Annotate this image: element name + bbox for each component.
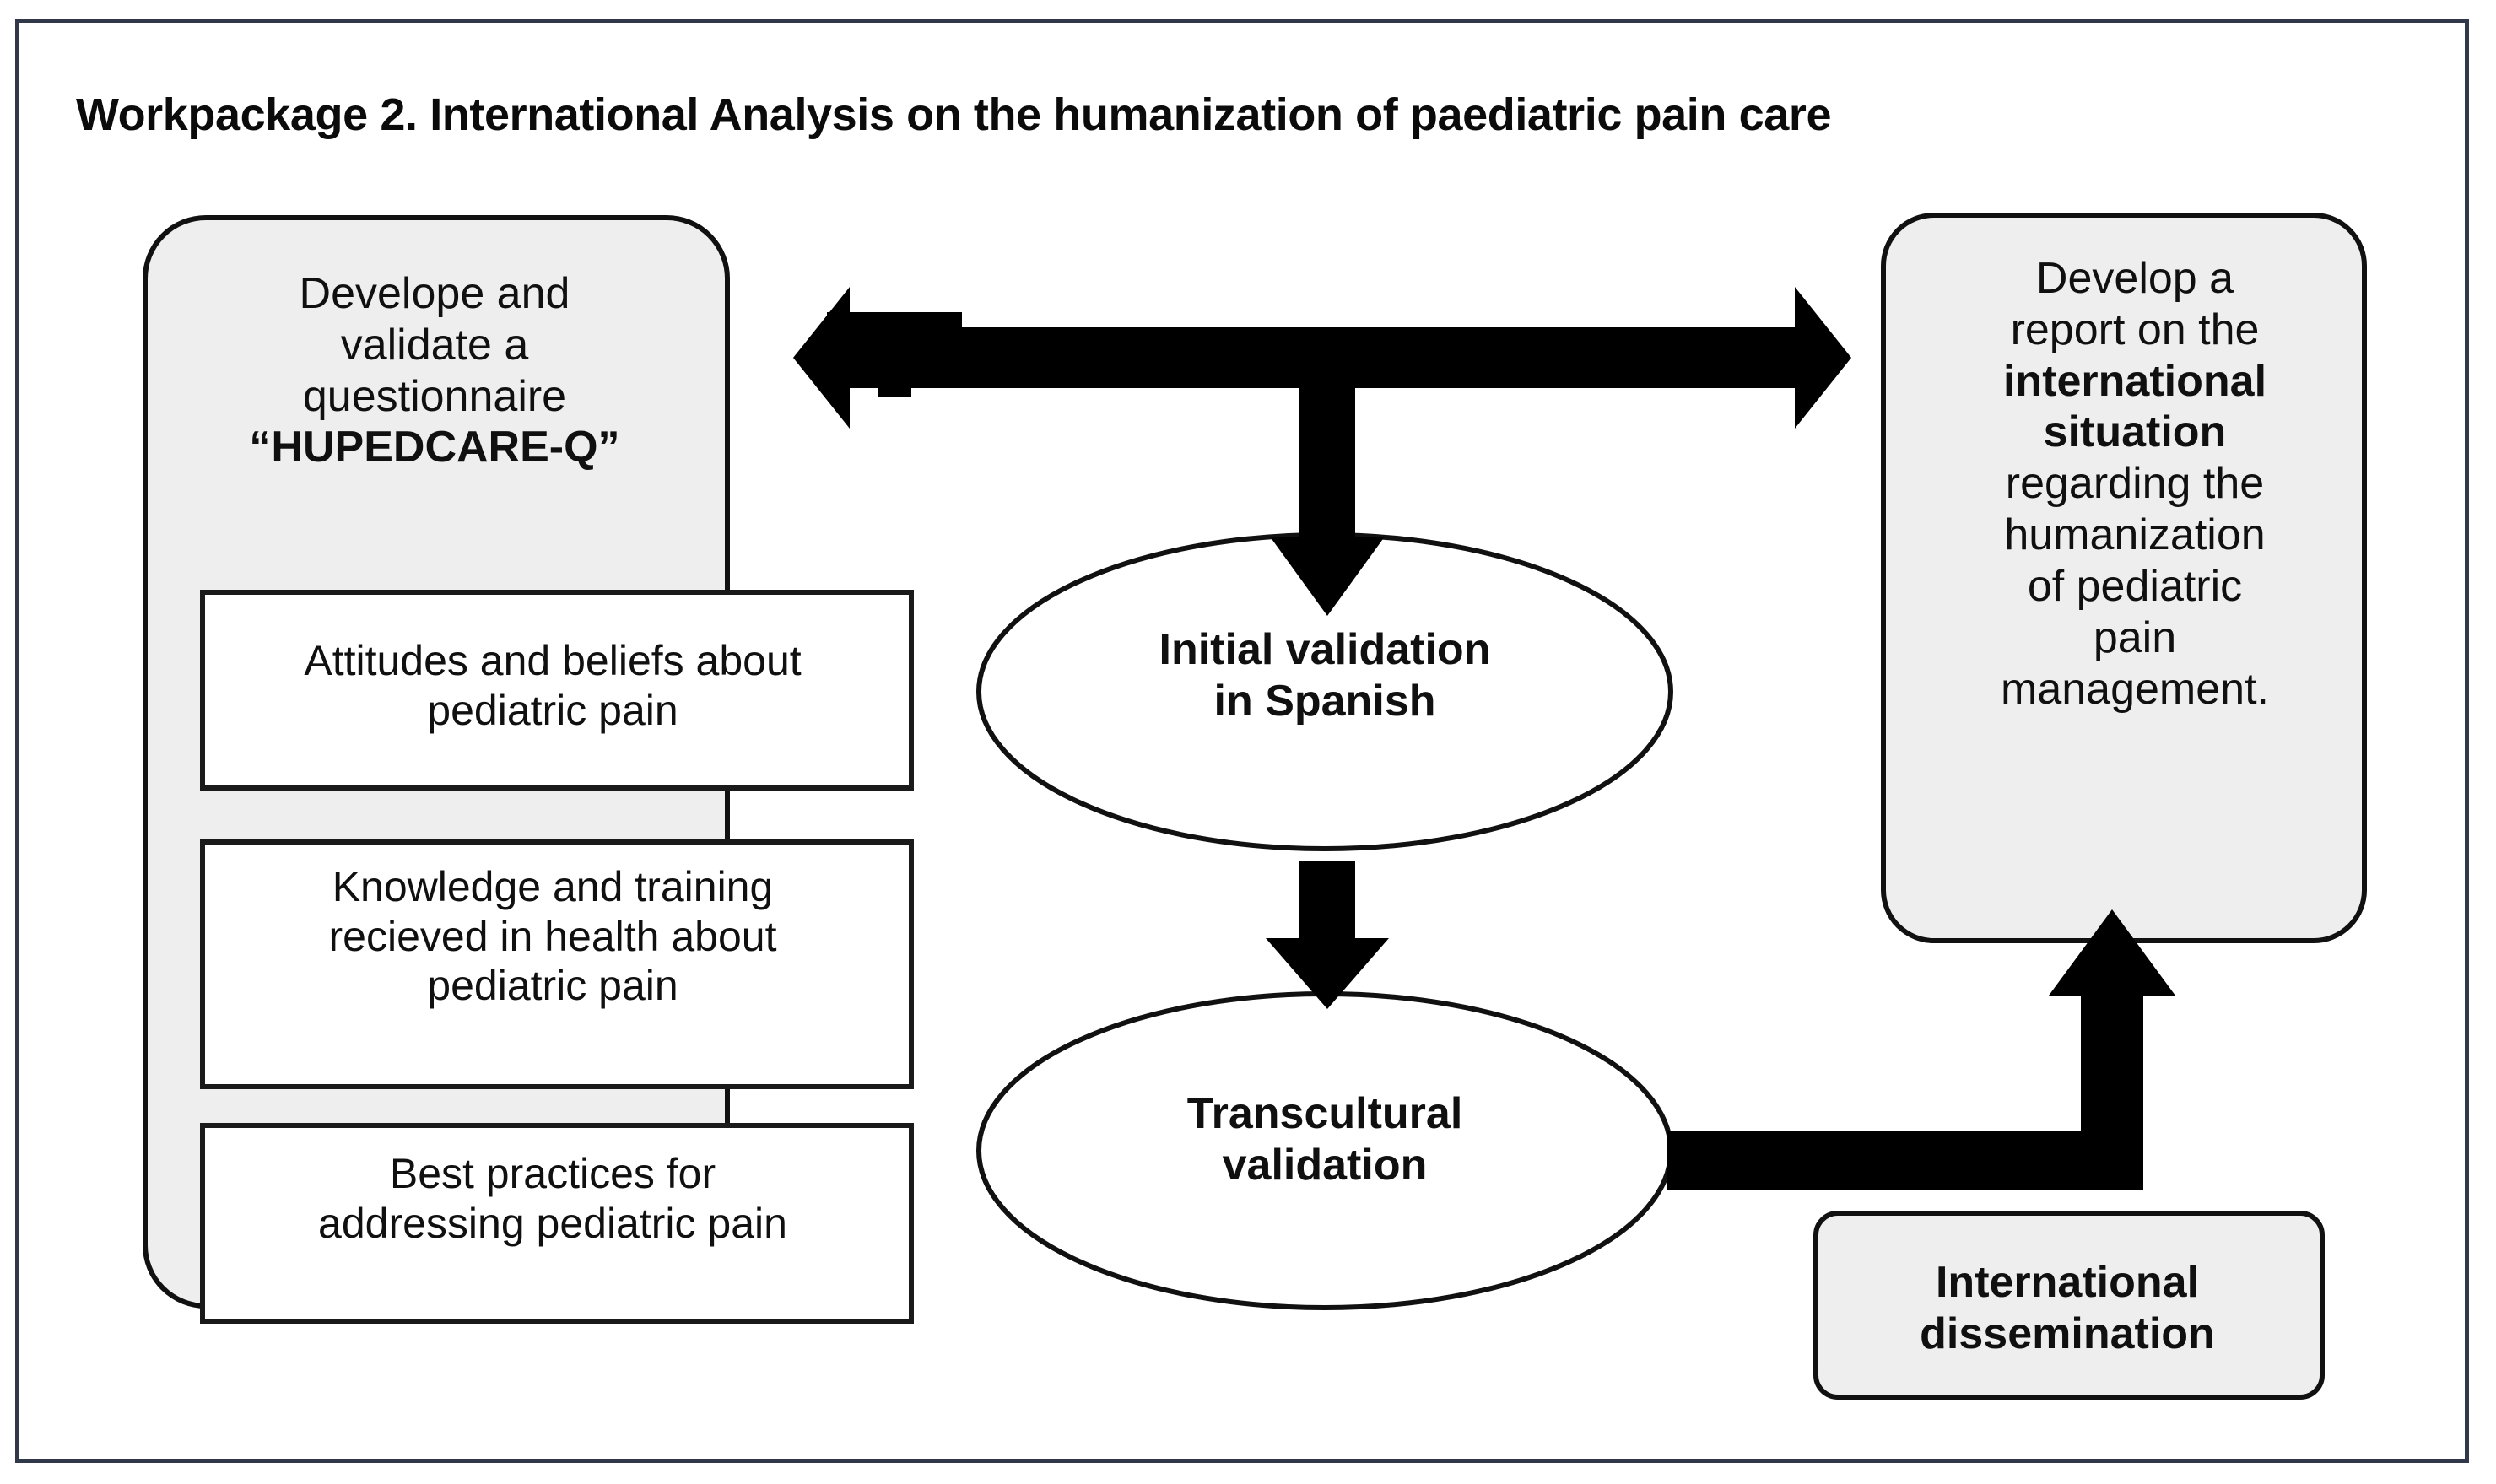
subbox2-line1: Knowledge and training [332,863,774,910]
dissemination-line2: dissemination [1920,1309,2215,1358]
left-heading-line2: validate a [340,320,529,370]
subbox2-line2: recieved in health about [328,912,777,960]
elbow-arrow-to-report [1667,909,2175,1190]
ellipse-transcultural-validation-label: Transcultural validation [1013,1088,1637,1191]
arrow-between-ellipses [1266,861,1389,1009]
ellipse1-line2: in Spanish [1213,676,1436,726]
left-subbox-1-label: Attitudes and beliefs about pediatric pa… [219,636,886,735]
left-heading-emphasis: “HUPEDCARE-Q” [249,423,620,472]
right-line3: regarding the [2005,459,2265,509]
dissemination-box [1813,1211,2325,1400]
tri-arrow-group [793,287,1851,616]
ellipse-initial-validation-label: Initial validation in Spanish [1013,624,1637,727]
right-line5: of pediatric [2027,561,2243,611]
left-subbox-1 [200,590,914,791]
ellipse2-line1: Transcultural [1186,1089,1463,1138]
subbox3-line2: addressing pediatric pain [318,1199,787,1247]
subbox1-line2: pediatric pain [427,686,678,734]
page-title: Workpackage 2. International Analysis on… [76,89,1832,140]
left-subbox-2-label: Knowledge and training recieved in healt… [219,862,886,1011]
dissemination-label: International dissemination [1844,1257,2291,1360]
left-heading-line1: Develope and [299,269,570,318]
left-heading-line3: questionnaire [302,371,567,421]
right-panel-label: Develop a report on the international si… [1911,253,2358,715]
right-emphasis2: situation [2043,407,2227,457]
left-subbox-3-label: Best practices for addressing pediatric … [219,1149,886,1248]
left-panel-heading: Develope and validate a questionnaire “H… [181,268,688,473]
right-line1: Develop a [2035,254,2234,303]
right-line7: management. [2001,664,2269,714]
right-line2: report on the [2010,305,2260,354]
ellipse2-line2: validation [1222,1140,1428,1190]
left-subbox-3 [200,1123,914,1324]
left-subbox-2 [200,839,914,1089]
right-line4: humanization [2004,510,2266,560]
subbox1-line1: Attitudes and beliefs about [304,637,802,684]
right-emphasis1: international [2002,356,2267,406]
subbox2-line3: pediatric pain [427,962,678,1009]
ellipse1-line1: Initial validation [1159,625,1491,674]
subbox3-line1: Best practices for [389,1150,716,1197]
right-line6: pain [2093,612,2177,662]
dissemination-line1: International [1935,1258,2200,1307]
